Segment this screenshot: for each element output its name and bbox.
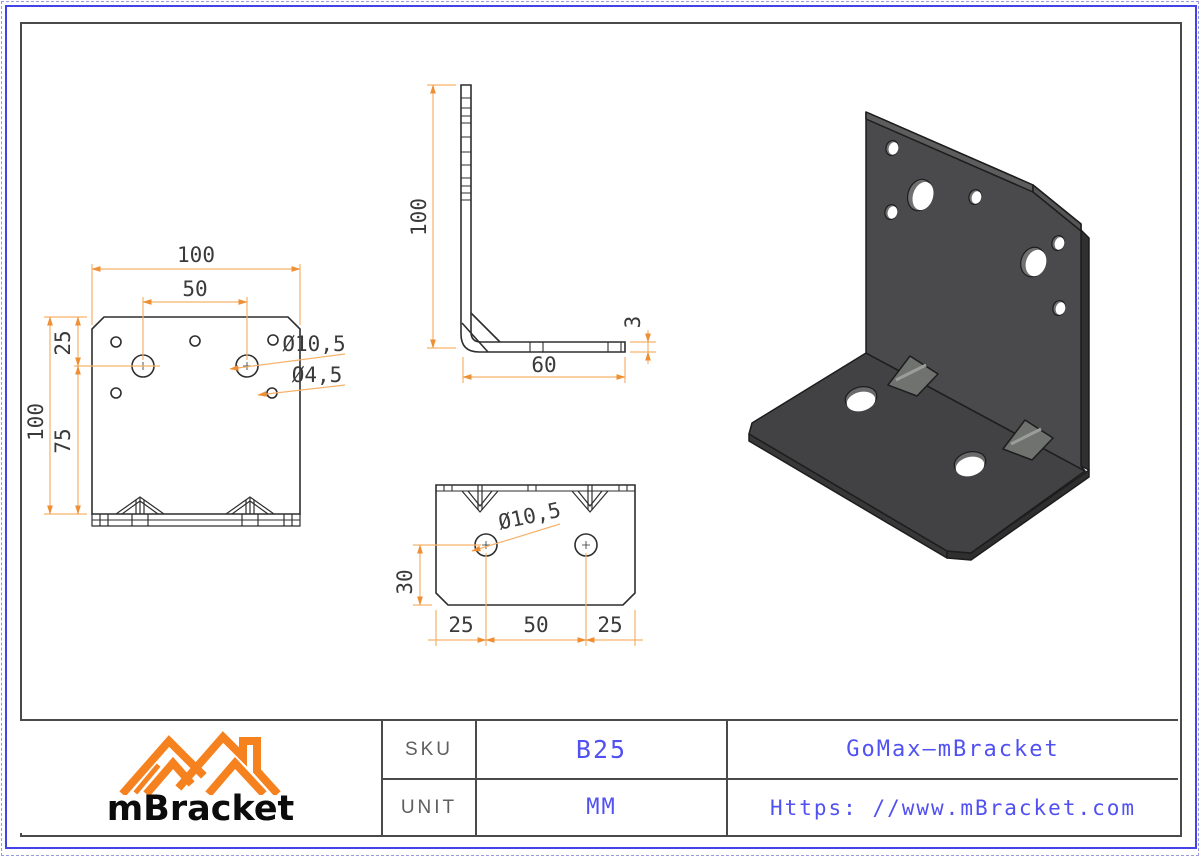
- bottom-view-dimensions: [413, 523, 643, 646]
- model-rib-right: [1002, 419, 1054, 461]
- side-view-dim-text: 100 60 3: [407, 198, 645, 377]
- sku-label: SKU: [404, 738, 454, 760]
- dim-front-width: 100: [177, 243, 215, 267]
- dim-bottom-right: 25: [597, 613, 622, 637]
- model-3d: [748, 111, 1090, 561]
- website-cell: Https: //www.mBracket.com: [726, 778, 1178, 835]
- product-name-cell: GoMax—mBracket: [726, 721, 1178, 778]
- brand-logo-icon: [118, 731, 281, 795]
- sku-label-cell: SKU: [381, 721, 475, 778]
- dim-front-top-offset: 25: [51, 330, 75, 355]
- bottom-rib-left: [461, 485, 499, 513]
- front-rib-left: [115, 496, 165, 515]
- bottom-view-dim-text: Ø10,5 30 25 50 25: [393, 498, 623, 637]
- unit-value-cell: MM: [475, 778, 726, 835]
- model-plate-side-edge: [1080, 229, 1090, 471]
- dim-side-thickness: 3: [621, 316, 645, 329]
- front-view-dim-text: 100 50 100 25 75 Ø10,5 Ø4,5: [24, 243, 346, 454]
- dim-side-depth: 60: [531, 353, 556, 377]
- label-bottom-hole: Ø10,5: [496, 498, 563, 535]
- dim-front-hole-spacing: 50: [182, 277, 207, 301]
- website-url: Https: //www.mBracket.com: [769, 795, 1137, 820]
- product-name: GoMax—mBracket: [846, 737, 1060, 762]
- dim-bottom-center: 50: [523, 613, 548, 637]
- bottom-view: [435, 484, 636, 606]
- dim-front-bottom-offset: 75: [51, 428, 75, 453]
- brand-name: mBracket: [106, 789, 295, 829]
- dim-side-height: 100: [407, 198, 431, 236]
- sku-value: B25: [575, 735, 628, 764]
- dim-bottom-edge-offset: 30: [393, 569, 417, 594]
- side-rib-lines: [461, 312, 501, 353]
- front-view: [91, 316, 301, 527]
- side-hidden-ticks: [461, 97, 622, 352]
- label-front-large-hole: Ø10,5: [282, 332, 345, 356]
- unit-value: MM: [586, 795, 617, 820]
- model-base-holes: [844, 386, 987, 477]
- label-front-small-hole: Ø4,5: [292, 363, 343, 387]
- brand-logo: mBracket: [20, 721, 381, 835]
- side-view-dimensions: [427, 84, 656, 383]
- front-rib-right: [225, 496, 275, 515]
- unit-label-cell: UNIT: [381, 778, 475, 835]
- bottom-fold-lines: [436, 485, 635, 492]
- front-base-lip: [91, 514, 301, 527]
- sku-value-cell: B25: [475, 721, 726, 778]
- sheet-blue-frame: [5, 5, 1197, 849]
- model-rib-left: [887, 355, 939, 397]
- front-view-dimensions: [44, 264, 346, 515]
- bottom-rib-right: [571, 485, 609, 513]
- unit-label: UNIT: [400, 796, 458, 818]
- model-plate-chamfer-edge: [1032, 184, 1082, 232]
- side-profile-outline: [460, 84, 626, 353]
- drawing-frame: [20, 22, 1182, 837]
- dim-bottom-left: 25: [448, 613, 473, 637]
- bottom-plate-outline: [435, 484, 636, 606]
- dim-front-height: 100: [24, 403, 48, 441]
- side-view: [460, 84, 626, 353]
- model-plate-holes: [884, 139, 1066, 317]
- title-block: mBracket SKU B25 GoMax—mBracket UNIT MM …: [20, 719, 1178, 835]
